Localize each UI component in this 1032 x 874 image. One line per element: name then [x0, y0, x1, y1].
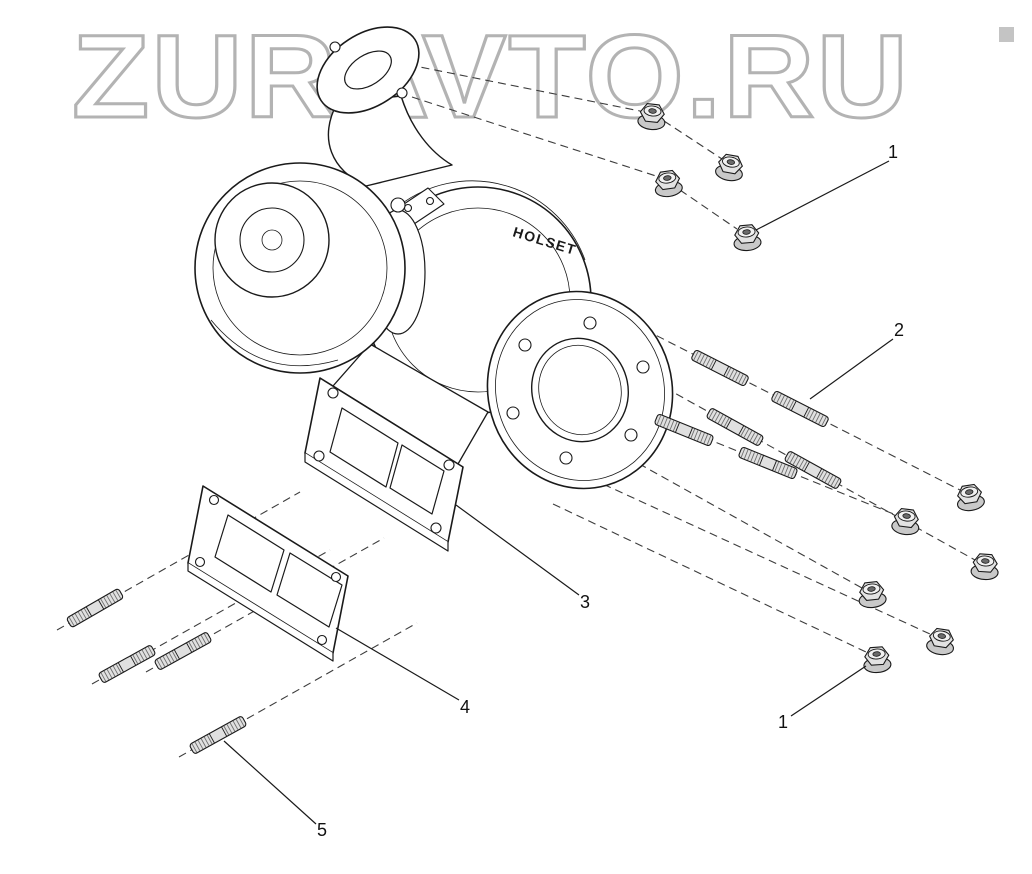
- watermark-square: [999, 27, 1014, 42]
- coolant-flange: [316, 26, 453, 187]
- flange-nut: [954, 482, 986, 513]
- nuts: [636, 102, 1000, 674]
- flange-bolt-hole: [329, 41, 341, 53]
- gasket-bolt-hole: [316, 634, 328, 646]
- lower-studs: [65, 587, 248, 755]
- callout-2: 2: [894, 320, 904, 340]
- gasket-port: [276, 552, 343, 628]
- gasket-bolt-hole: [208, 494, 220, 506]
- callout-1-bottom: 1: [778, 712, 788, 732]
- flange-nut: [925, 626, 957, 657]
- stud: [705, 407, 765, 447]
- flange-bolt-hole: [327, 387, 339, 399]
- stud: [690, 348, 750, 388]
- flange-nut: [862, 645, 892, 674]
- flange-bolt-hole: [430, 522, 442, 534]
- callout-4: 4: [460, 697, 470, 717]
- upper-studs: [653, 348, 843, 490]
- compressor-housing: [194, 162, 406, 374]
- flange-nut: [970, 552, 1000, 581]
- flange-nut: [731, 223, 763, 253]
- gasket-bolt-hole: [330, 571, 342, 583]
- flange-nut: [890, 507, 922, 537]
- outlet-flange: [486, 290, 674, 490]
- callouts: 1 2 3 4 1 5: [223, 142, 904, 840]
- stud: [188, 715, 248, 755]
- mounting-flange: [304, 377, 464, 552]
- turbocharger: HOLSET: [194, 26, 674, 552]
- gasket: [187, 485, 349, 662]
- stud: [65, 587, 125, 629]
- callout-5: 5: [317, 820, 327, 840]
- flange-nut: [652, 168, 684, 199]
- stud: [770, 389, 830, 429]
- stud: [153, 631, 213, 671]
- flange-bolt-hole: [396, 87, 408, 99]
- watermark-text: ZURAVTO.RU: [72, 11, 910, 143]
- watermark: ZURAVTO.RU: [71, 10, 1014, 145]
- flange-bolt-hole: [443, 459, 455, 471]
- outlet-bore: [530, 337, 630, 443]
- gasket-bolt-hole: [194, 556, 206, 568]
- outlet-flange-bolt-holes: [506, 316, 650, 465]
- flange-port: [389, 444, 445, 515]
- callout-3: 3: [580, 592, 590, 612]
- flange-port: [329, 407, 399, 488]
- callout-1-top: 1: [888, 142, 898, 162]
- flange-nut: [856, 580, 888, 610]
- flange-bolt-hole: [313, 450, 325, 462]
- stud: [97, 644, 157, 684]
- gasket-port: [214, 514, 285, 593]
- oil-port: [390, 197, 406, 213]
